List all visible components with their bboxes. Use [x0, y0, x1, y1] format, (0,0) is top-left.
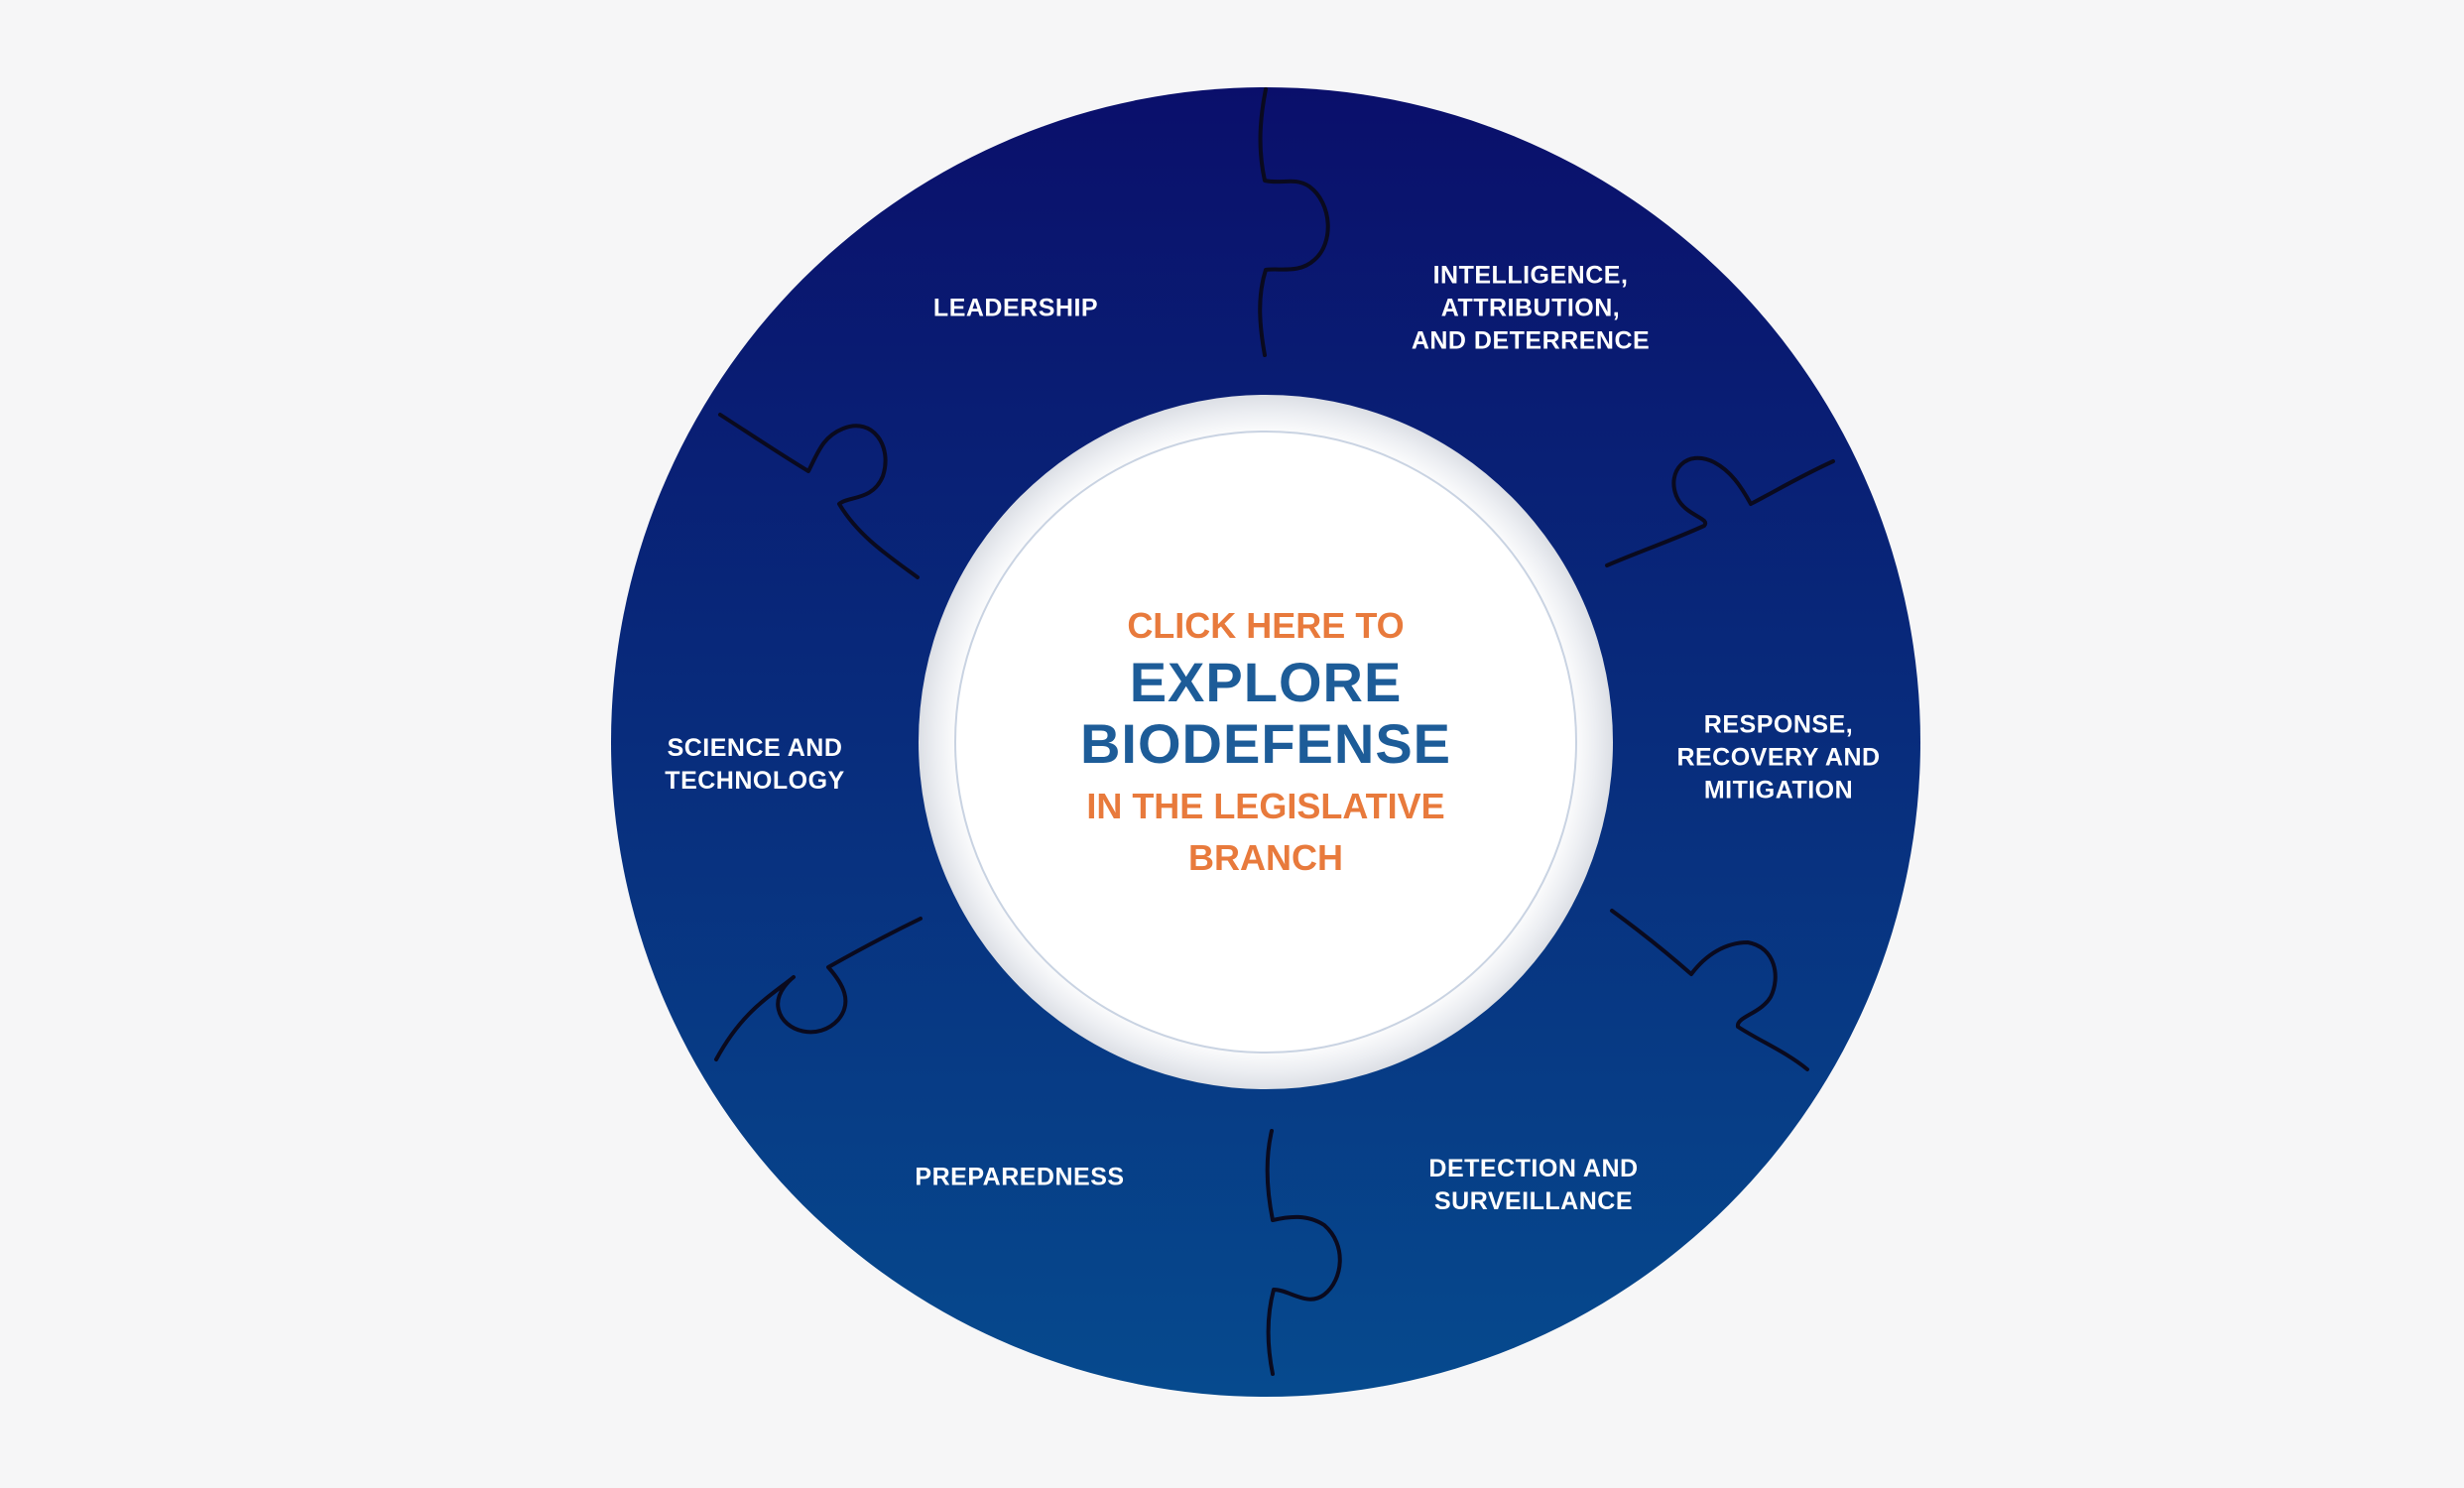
puzzle-seam-upper-right [1605, 455, 1835, 567]
puzzle-seam-lower-right [1610, 909, 1809, 1071]
center-disk [954, 431, 1577, 1054]
segment-label-intelligence[interactable]: INTELLIGENCE, ATTRIBUTION, AND DETERRENC… [1411, 261, 1651, 355]
cta-line-explore: EXPLORE [1129, 651, 1403, 713]
cta-line-legislative: IN THE LEGISLATIVE [1086, 786, 1445, 826]
puzzle-seam-top [1258, 87, 1330, 357]
puzzle-seam-upper-left [718, 413, 920, 579]
segment-label-leadership[interactable]: LEADERSHIP [932, 294, 1099, 322]
center-call-to-action[interactable]: CLICK HERE TO EXPLORE BIODEFENSE IN THE … [1080, 600, 1451, 884]
segment-label-detection[interactable]: DETECTION AND SURVEILLANCE [1428, 1155, 1639, 1215]
cta-line-biodefense: BIODEFENSE [1079, 712, 1452, 775]
cta-line-click-here: CLICK HERE TO [1127, 605, 1405, 646]
segment-label-science[interactable]: SCIENCE AND TECHNOLOGY [665, 734, 845, 795]
puzzle-seam-bottom [1265, 1129, 1342, 1376]
puzzle-seam-lower-left [714, 917, 923, 1061]
cta-line-branch: BRANCH [1188, 837, 1343, 878]
segment-label-preparedness[interactable]: PREPAREDNESS [915, 1163, 1125, 1191]
segment-label-response[interactable]: RESPONSE, RECOVERY AND MITIGATION [1676, 710, 1881, 805]
